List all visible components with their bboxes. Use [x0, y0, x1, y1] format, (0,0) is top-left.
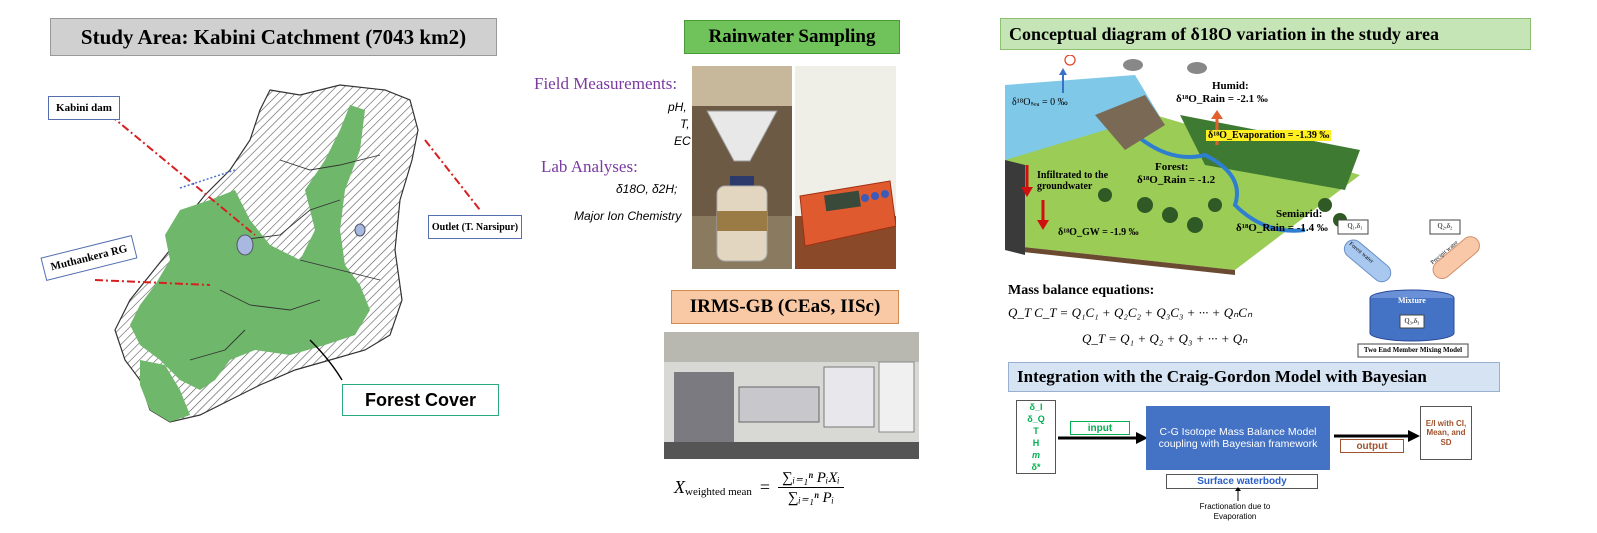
input-var: δ_Q: [1027, 414, 1045, 424]
rainwater-title: Rainwater Sampling: [684, 20, 900, 54]
study-area-title: Study Area: Kabini Catchment (7043 km2): [50, 18, 497, 56]
reservoir: [354, 223, 366, 237]
input-arrow: [1058, 432, 1148, 444]
mass-balance-eq1: Q_T C_T = Q₁C₁ + Q₂C₂ + Q₃C₃ + ··· + QₙC…: [1008, 305, 1253, 320]
sea-label: δ¹⁸Oₛₑₐ = 0 ‰: [1012, 97, 1068, 108]
surface-waterbody-box: Surface waterbody: [1166, 474, 1318, 489]
formula-numerator: ∑ᵢ₌₁ⁿ PᵢXᵢ: [778, 468, 844, 488]
input-var: δ_I: [1029, 402, 1043, 412]
output-arrow: [1334, 430, 1420, 442]
lab-item: Major Ion Chemistry: [574, 209, 682, 223]
formula-sub: weighted mean: [685, 486, 752, 498]
mixing-model-caption: Two End Member Mixing Model: [1363, 346, 1463, 354]
cg-model-box: C-G Isotope Mass Balance Model coupling …: [1146, 406, 1330, 470]
kabini-dam-pointer: [109, 114, 256, 236]
semiarid-value: δ¹⁸O_Rain = -1.4 ‰: [1236, 222, 1328, 234]
mixing-left-tag: Q₁,δ₁: [1347, 222, 1363, 230]
irms-instrument-photo: [664, 332, 919, 459]
formula-denominator: ∑ᵢ₌₁ⁿ Pᵢ: [787, 489, 835, 506]
outlet-pointer: [424, 139, 481, 211]
forest-cover-pointer: [309, 339, 343, 381]
field-item: EC: [674, 134, 691, 148]
formula-equals: =: [759, 476, 771, 497]
muthankera-pointer: [94, 279, 211, 286]
outlet-label: Outlet (T. Narsipur): [428, 215, 522, 239]
field-measurements-heading: Field Measurements:: [534, 74, 678, 93]
formula-lhs: X: [674, 476, 685, 497]
field-item: T,: [680, 117, 690, 131]
mixture-tag: Q₃,δ₃: [1404, 317, 1420, 325]
reservoir: [236, 234, 254, 256]
groundwater-value: δ¹⁸O_GW = -1.9 ‰: [1058, 227, 1139, 238]
kabini-dam-label: Kabini dam: [48, 96, 120, 120]
forest-value: δ¹⁸O_Rain = -1.2: [1137, 174, 1216, 186]
input-var: T: [1033, 426, 1039, 436]
mass-balance-eq2: Q_T = Q₁ + Q₂ + Q₃ + ··· + Qₙ: [1082, 331, 1248, 346]
forest-cover-patch: [140, 360, 190, 422]
formula-fraction: ∑ᵢ₌₁ⁿ PᵢXᵢ ∑ᵢ₌₁ⁿ Pᵢ: [778, 468, 844, 507]
conceptual-title: Conceptual diagram of δ18O variation in …: [1000, 18, 1531, 50]
river-line: [179, 169, 236, 189]
weighing-scale-photo: [795, 66, 896, 269]
infiltrated-label-1: Infiltrated to the: [1037, 170, 1109, 181]
irms-title: IRMS-GB (CEaS, IISc): [671, 290, 899, 324]
mixture-label: Mixture: [1398, 296, 1426, 305]
output-label: output: [1340, 439, 1404, 453]
catchment-map: [94, 84, 481, 423]
input-var: m: [1031, 450, 1040, 460]
evaporation-label: δ¹⁸O_Evaporation = -1.39 ‰: [1206, 130, 1332, 141]
mass-balance-heading: Mass balance equations:: [1008, 283, 1155, 298]
fractionation-label-2: Evaporation: [1213, 512, 1257, 521]
mixing-right-tag: Q₂,δ₂: [1437, 222, 1453, 230]
forest-cover-label: Forest Cover: [342, 384, 499, 416]
fractionation-label-1: Fractionation due to: [1199, 502, 1271, 511]
isotope-landscape-illustration: [1005, 55, 1360, 275]
semiarid-label: Semiarid:: [1276, 208, 1323, 220]
lab-analyses-heading: Lab Analyses:: [541, 157, 638, 176]
input-var: δ*: [1031, 462, 1041, 472]
sub-basin-boundary: [189, 154, 381, 361]
humid-label: Humid:: [1212, 80, 1249, 92]
field-item: pH,: [668, 100, 687, 114]
fractionation-arrow: [1235, 487, 1241, 501]
lab-item: δ18O, δ2H;: [616, 182, 678, 196]
forest-label: Forest:: [1155, 161, 1189, 173]
humid-value: δ¹⁸O_Rain = -2.1 ‰: [1176, 93, 1268, 105]
mixing-model-illustration: [1337, 219, 1480, 358]
output-result-box: E/I with CI, Mean, and SD: [1420, 406, 1472, 460]
weighted-mean-formula: X weighted mean = ∑ᵢ₌₁ⁿ PᵢXᵢ ∑ᵢ₌₁ⁿ Pᵢ: [674, 462, 914, 512]
craig-gordon-title: Integration with the Craig-Gordon Model …: [1008, 362, 1500, 392]
infiltrated-label-2: groundwater: [1037, 181, 1093, 192]
input-var: H: [1032, 438, 1040, 448]
input-label: input: [1070, 421, 1130, 435]
input-variables-box: δ_I δ_Q T H m δ*: [1016, 400, 1056, 474]
rain-sampler-photo: [692, 66, 792, 269]
study-area-title-text: Study Area: Kabini Catchment (7043 km2): [80, 24, 467, 49]
